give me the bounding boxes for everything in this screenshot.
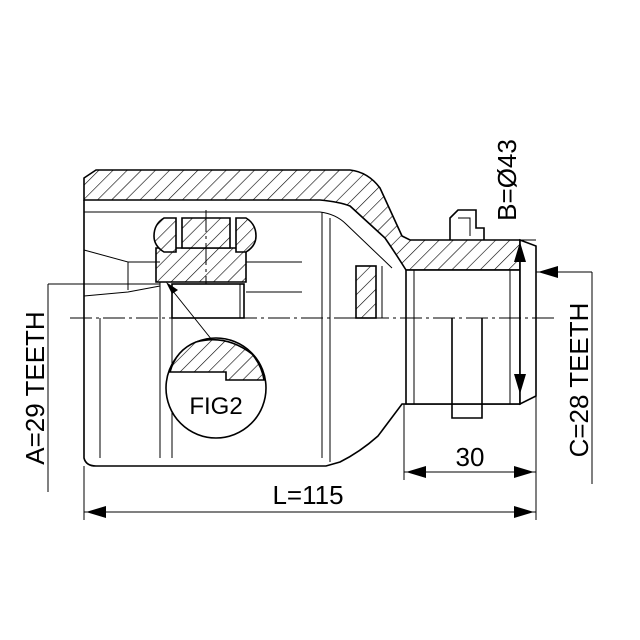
housing-outline bbox=[83, 200, 520, 467]
teeth-c-label: C=28 TEETH bbox=[564, 303, 594, 458]
diameter-label: B=Ø43 bbox=[492, 139, 522, 221]
stem-spline bbox=[405, 269, 521, 405]
spline-dim-label: 30 bbox=[456, 442, 485, 472]
teeth-c-arrow bbox=[538, 266, 558, 278]
fig2-hatch-area bbox=[168, 338, 265, 381]
tripod-roller-left bbox=[153, 217, 177, 253]
fig2-leader-arrow bbox=[166, 282, 178, 294]
circlip-groove bbox=[355, 265, 377, 319]
tripod-center bbox=[181, 217, 231, 249]
tripod-hub bbox=[171, 283, 245, 319]
diameter-arrow-bottom bbox=[514, 374, 526, 394]
fig2-label: FIG2 bbox=[189, 393, 242, 420]
spline-dim-arrow-right bbox=[514, 466, 534, 478]
length-arrow-left bbox=[86, 506, 106, 518]
housing-wall-section bbox=[83, 169, 521, 271]
length-label: L=115 bbox=[272, 480, 343, 510]
spline-dim-arrow-left bbox=[406, 466, 426, 478]
length-arrow-right bbox=[514, 506, 534, 518]
diameter-arrow-top bbox=[514, 242, 526, 262]
tripod-body bbox=[155, 247, 247, 283]
tripod-roller-right bbox=[235, 217, 257, 253]
stem-seal bbox=[449, 209, 485, 240]
stem-spline-step bbox=[451, 318, 483, 419]
fig2-leader bbox=[171, 289, 213, 341]
stem-seal-inner bbox=[458, 217, 471, 236]
teeth-a-label: A=29 TEETH bbox=[20, 311, 50, 464]
shaft-bore bbox=[83, 249, 161, 297]
housing-rim-line bbox=[84, 211, 393, 269]
